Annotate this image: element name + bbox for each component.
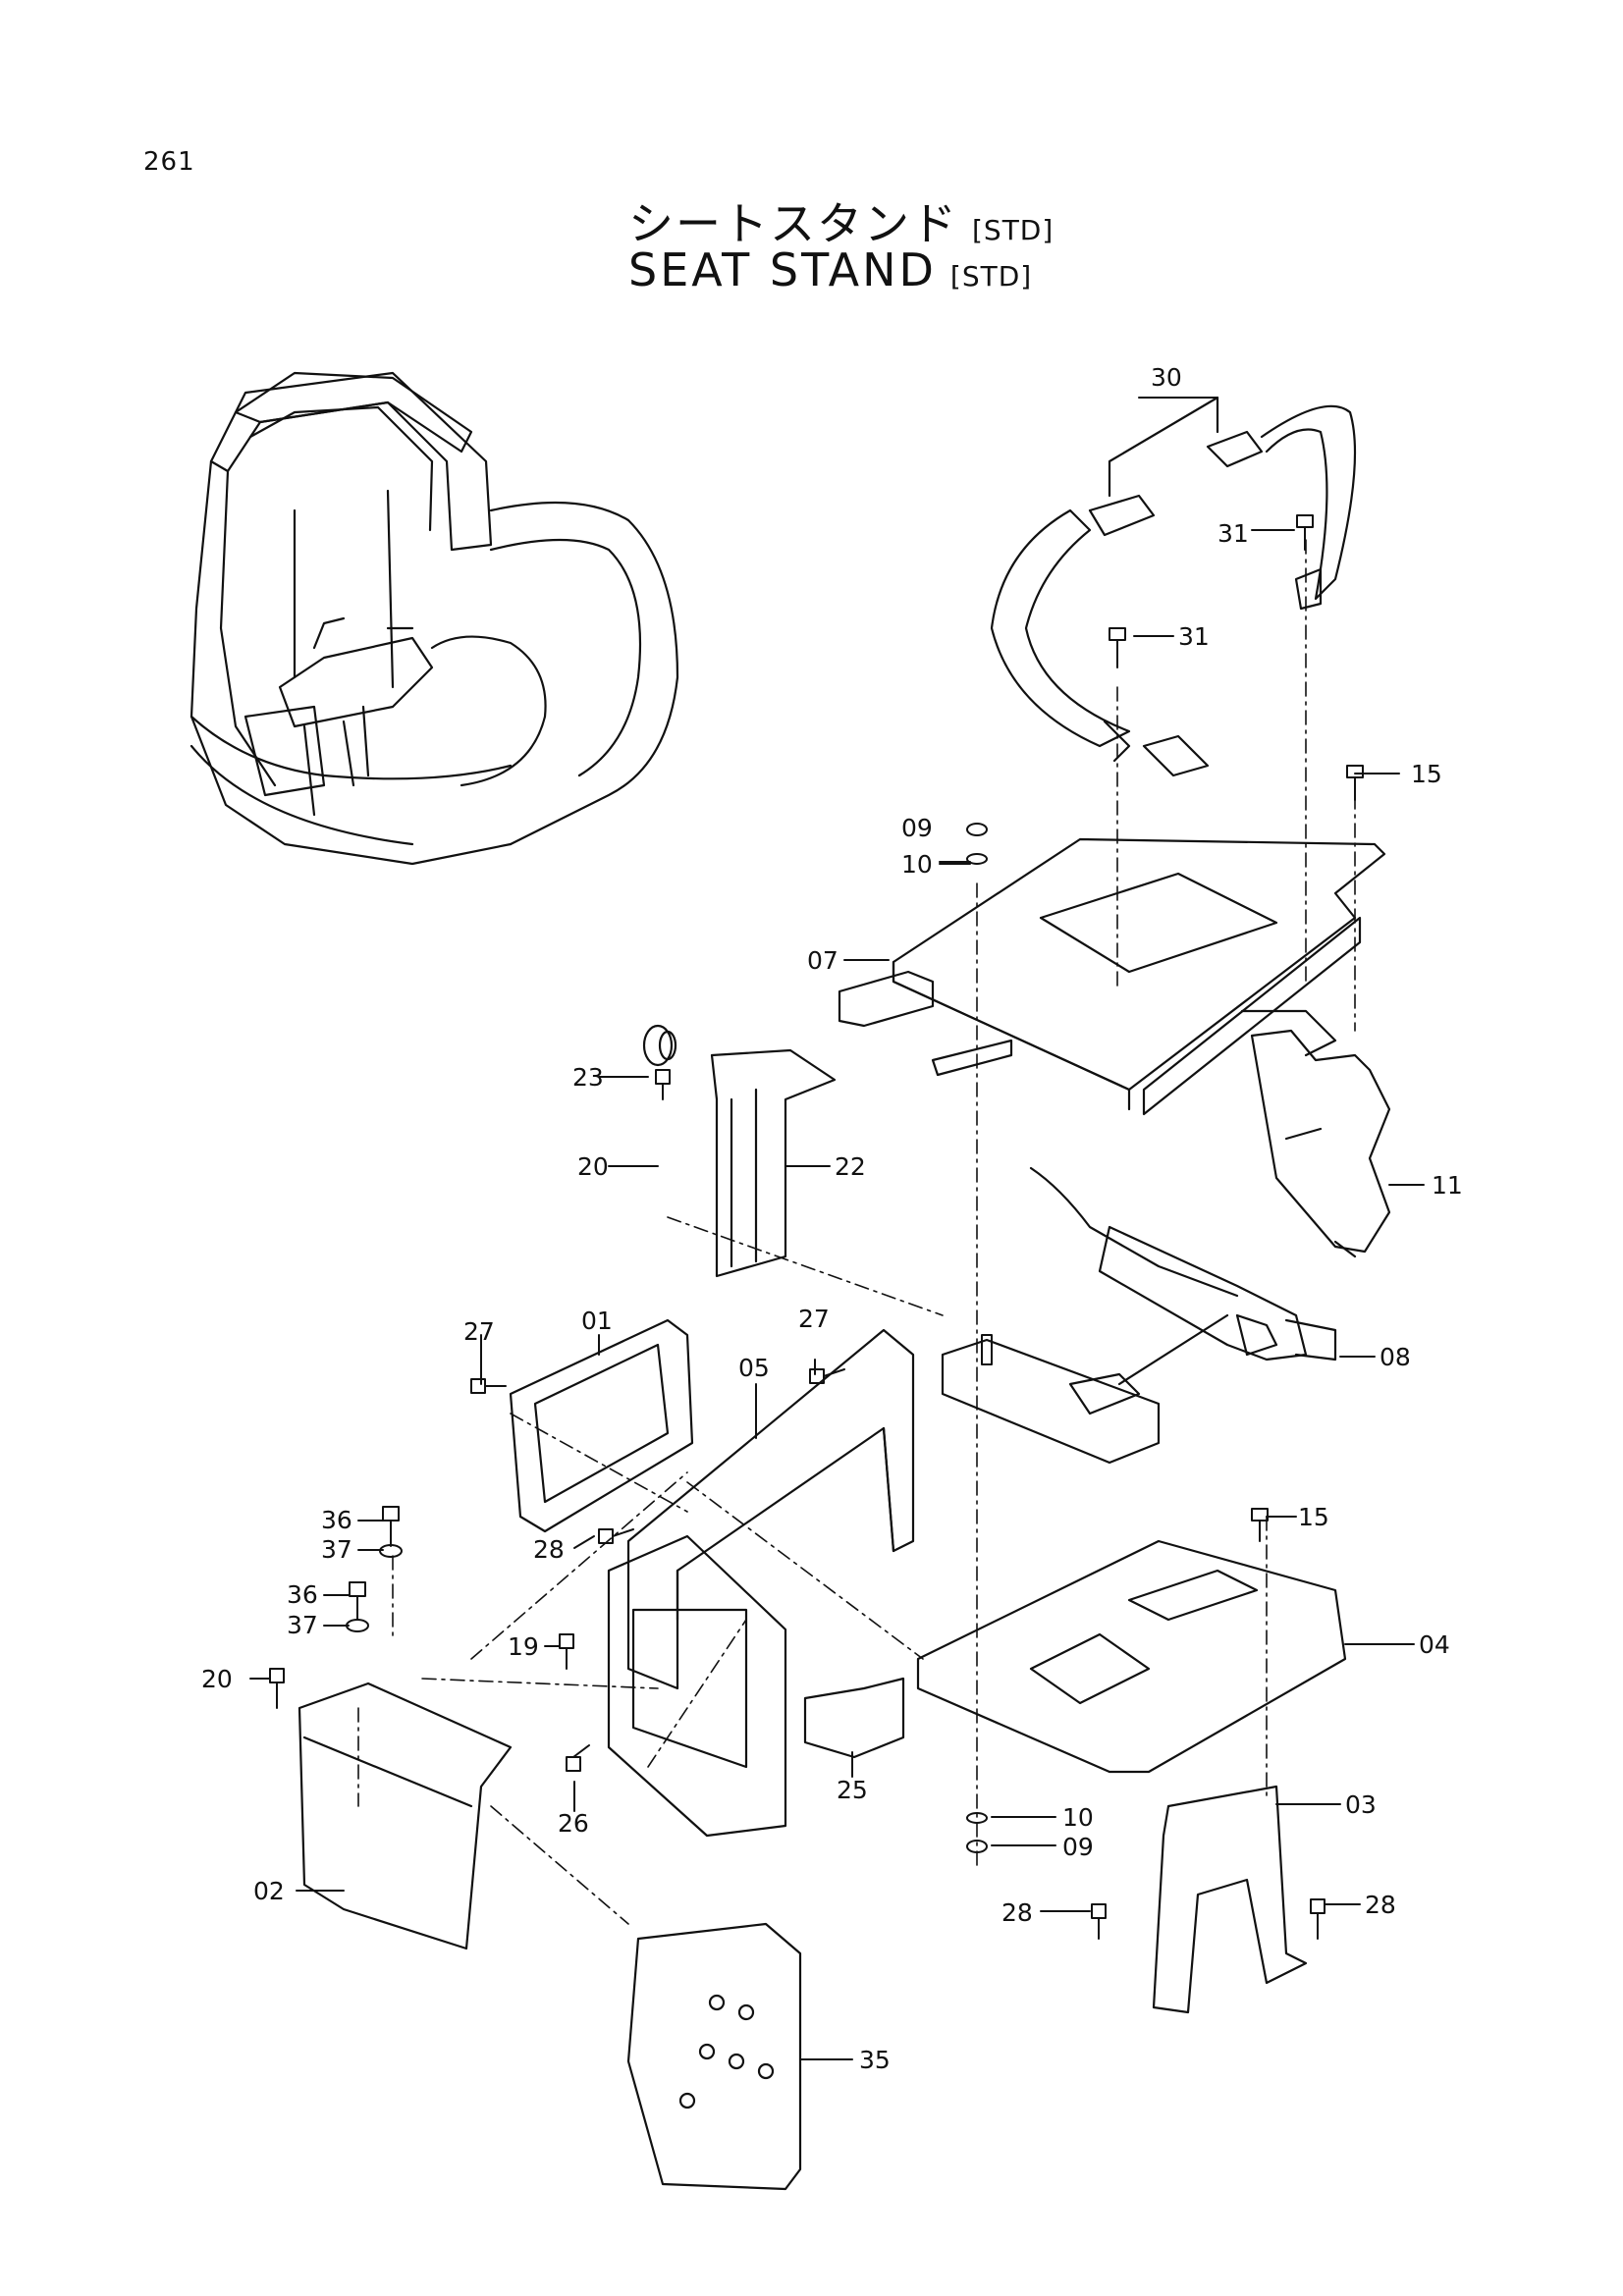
hardware [269, 514, 1364, 1940]
label-30: 30 [1151, 363, 1182, 392]
label-28a: 28 [533, 1535, 565, 1564]
title-japanese: シートスタンド [STD] [628, 188, 1054, 253]
plate-35 [626, 1922, 802, 2191]
leader-lines [249, 397, 1425, 2060]
label-10a: 10 [901, 850, 933, 879]
label-25: 25 [837, 1776, 868, 1804]
label-19: 19 [508, 1632, 539, 1661]
page-number: 261 [143, 147, 195, 177]
label-31b: 31 [1178, 622, 1210, 651]
label-36b: 36 [287, 1580, 318, 1609]
label-20a: 20 [577, 1152, 609, 1181]
stand-03 [1152, 1785, 1308, 2014]
label-09b: 09 [1062, 1833, 1094, 1861]
label-07: 07 [807, 946, 839, 975]
label-15a: 15 [1411, 760, 1442, 788]
excavator-overview [189, 371, 679, 866]
plate-01 [509, 1318, 694, 1533]
label-22: 22 [835, 1152, 866, 1181]
label-31a: 31 [1217, 519, 1249, 548]
title-jp-text: シートスタンド [628, 197, 958, 250]
label-28b: 28 [1001, 1898, 1033, 1927]
label-20b: 20 [201, 1665, 233, 1693]
label-04: 04 [1419, 1630, 1450, 1659]
label-23: 23 [572, 1063, 604, 1092]
slide-rail [941, 1166, 1337, 1465]
label-03: 03 [1345, 1790, 1377, 1819]
assembly-lines [357, 539, 1356, 1925]
label-09a: 09 [901, 814, 933, 842]
frame-05 [626, 1328, 915, 1690]
bracket-22 [642, 1024, 837, 1278]
floor-plate-04 [916, 1539, 1347, 1774]
cover-02 [298, 1682, 513, 1950]
label-10b: 10 [1062, 1803, 1094, 1832]
label-05: 05 [738, 1354, 770, 1382]
label-36a: 36 [321, 1506, 352, 1534]
title-jp-tag: [STD] [972, 214, 1055, 246]
title-en-tag: [STD] [949, 260, 1033, 293]
label-11: 11 [1432, 1171, 1463, 1200]
label-01: 01 [581, 1307, 613, 1335]
title-english: SEAT STAND [STD] [628, 243, 1032, 296]
label-08: 08 [1380, 1343, 1411, 1371]
label-37a: 37 [321, 1535, 352, 1564]
bracket-25 [803, 1677, 905, 1759]
label-27a: 27 [463, 1317, 495, 1346]
label-15b: 15 [1298, 1503, 1329, 1531]
label-26: 26 [558, 1809, 589, 1838]
label-27b: 27 [798, 1305, 830, 1333]
part-labels: 30 31 31 15 09 10 07 11 08 15 04 03 10 0… [201, 363, 1463, 2074]
lower-box [607, 1534, 787, 1838]
label-02: 02 [253, 1877, 285, 1905]
upper-seat-frame [838, 734, 1386, 1116]
label-37b: 37 [287, 1611, 318, 1639]
seat-belt [990, 396, 1357, 763]
label-28c: 28 [1365, 1891, 1396, 1919]
title-en-text: SEAT STAND [628, 243, 937, 296]
side-bracket-11 [1250, 1029, 1391, 1258]
label-35: 35 [859, 2046, 891, 2074]
